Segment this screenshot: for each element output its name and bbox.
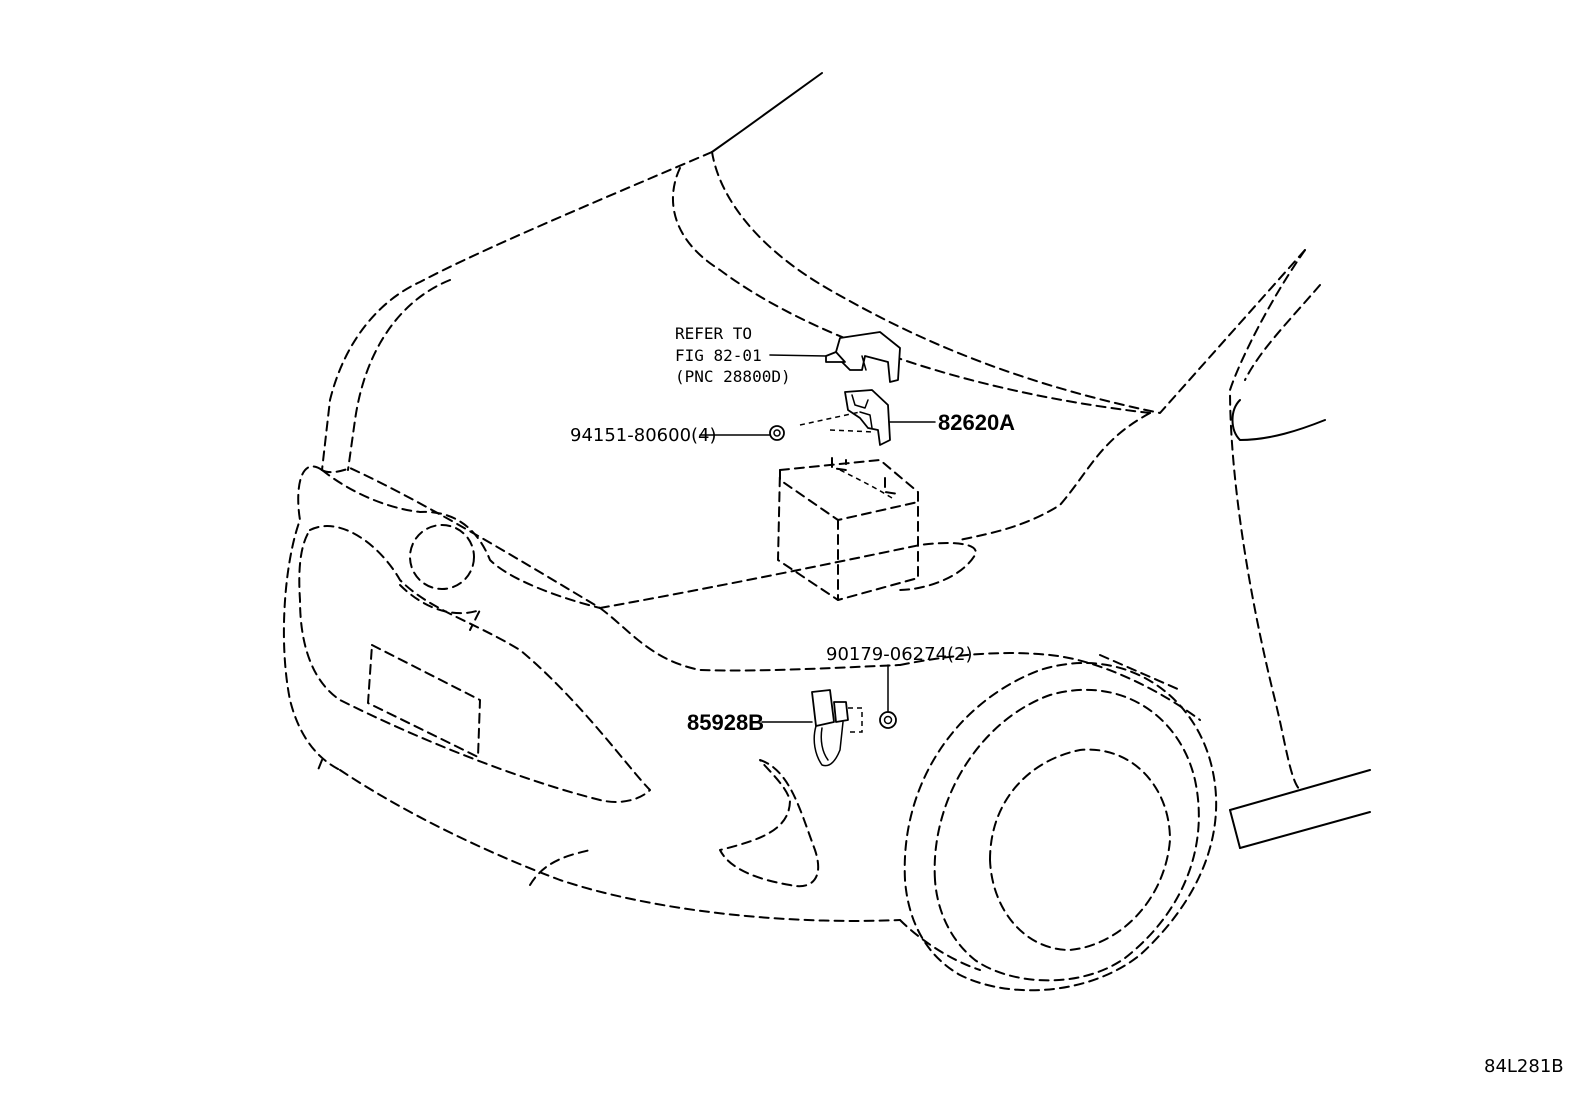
battery-part (777, 457, 919, 601)
leader-lines (699, 354, 936, 723)
part-label-94151-80600: 94151-80600(4) (570, 425, 717, 446)
battery-cover-part (825, 331, 901, 383)
nut-90179-part (879, 711, 897, 729)
vehicle-outline (282, 72, 1371, 971)
refer-note-line1: REFER TO (675, 324, 752, 343)
refer-note-line3: (PNC 28800D) (675, 367, 791, 386)
illustration-code: 84L281B (1484, 1056, 1564, 1077)
refer-note-line2: FIG 82-01 (675, 346, 762, 365)
part-label-82620A: 82620A (938, 410, 1015, 435)
bracket-82620A-part (799, 389, 891, 446)
front-wheel (903, 654, 1218, 992)
part-label-90179-06274: 90179-06274(2) (826, 644, 973, 665)
bolt-94151-part (769, 425, 785, 441)
connector-85928B-part (811, 689, 863, 767)
part-label-85928B: 85928B (687, 710, 764, 735)
